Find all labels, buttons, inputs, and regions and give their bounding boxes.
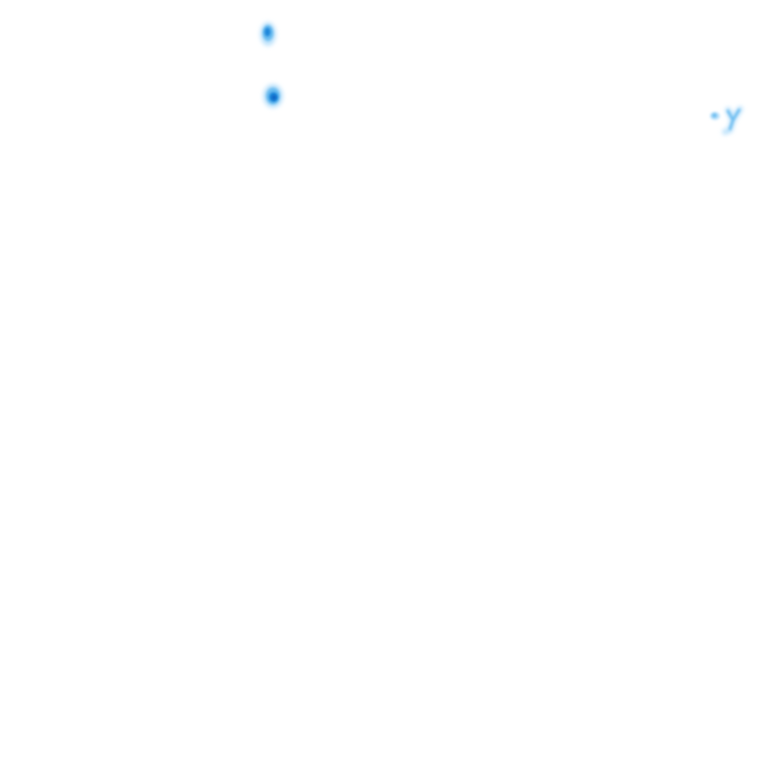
blue-mark-right	[710, 106, 743, 135]
blue-dot-middle	[263, 84, 283, 108]
blue-dot-top	[260, 22, 276, 46]
